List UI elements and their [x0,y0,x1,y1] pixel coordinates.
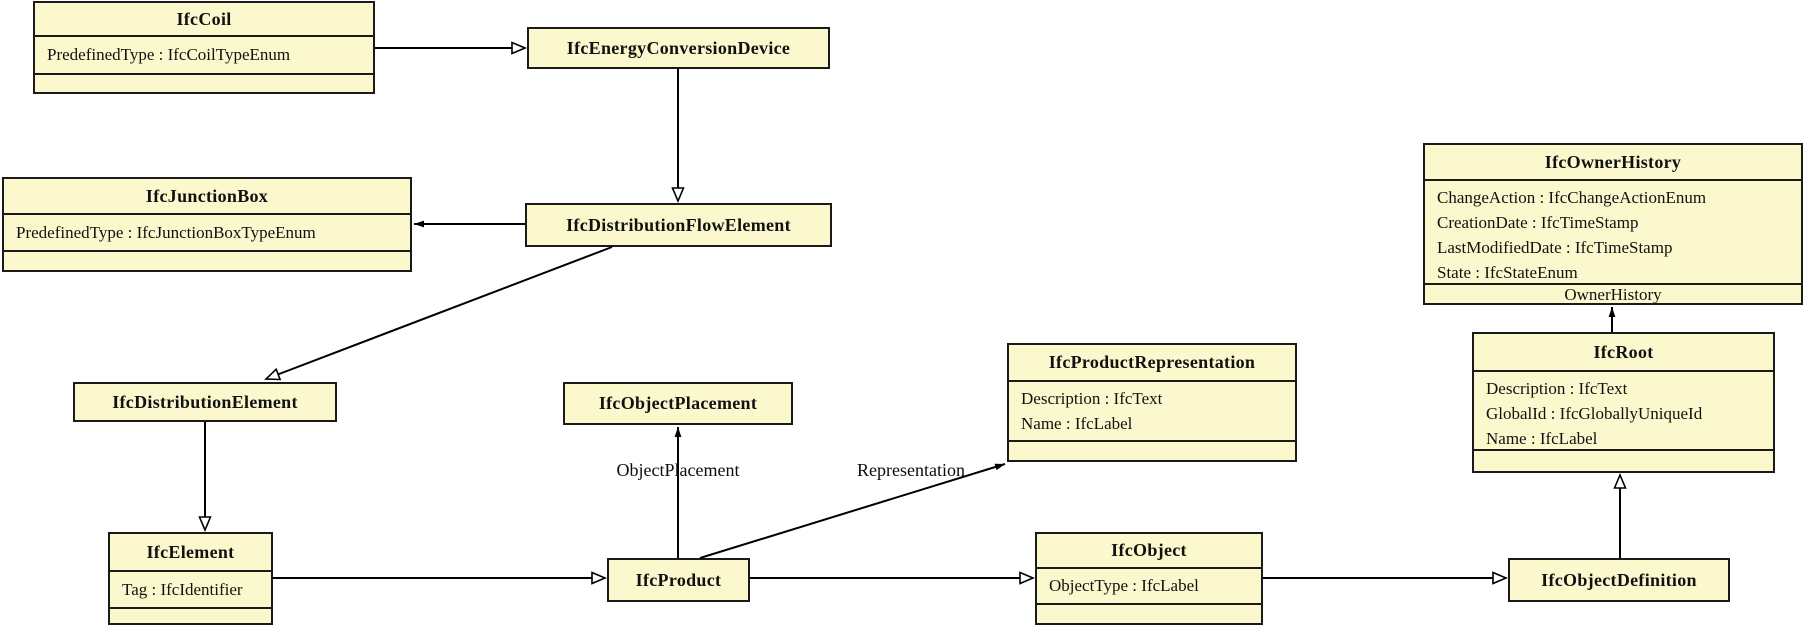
edge-label-objectplacement: ObjectPlacement [616,460,740,480]
class-title: IfcObjectPlacement [598,393,758,413]
class-title: IfcObjectDefinition [1541,569,1697,590]
empty-compartment [110,607,271,623]
class-attribute: ChangeAction : IfcChangeActionEnum [1437,188,1707,207]
class-attributes: Description : IfcText Name : IfcLabel [1009,380,1295,440]
class-box-ifcproductrepresentation: IfcProductRepresentation Description : I… [1007,343,1297,462]
class-attribute: CreationDate : IfcTimeStamp [1437,213,1639,232]
class-attribute: Name : IfcLabel [1486,429,1598,448]
class-box-ifcobjectdefinition: IfcObjectDefinition [1508,558,1730,602]
class-attribute: Description : IfcText [1486,379,1628,398]
class-attribute: PredefinedType : IfcCoilTypeEnum [35,35,373,73]
class-title: IfcDistributionFlowElement [566,214,791,235]
class-attribute: Name : IfcLabel [1021,414,1133,433]
class-box-ifcdistributionflowelement: IfcDistributionFlowElement [525,203,832,247]
class-box-ifcelement: IfcElement Tag : IfcIdentifier [108,532,273,625]
class-box-ifcjunctionbox: IfcJunctionBox PredefinedType : IfcJunct… [2,177,412,272]
class-title: IfcElement [146,541,235,562]
empty-compartment [35,73,373,92]
class-box-ifcroot: IfcRoot Description : IfcText GlobalId :… [1472,332,1775,473]
class-attributes: Description : IfcText GlobalId : IfcGlob… [1474,370,1773,449]
class-box-ifcobjectplacement: IfcObjectPlacement [563,382,793,425]
class-box-ifcownerhistory: IfcOwnerHistory ChangeAction : IfcChange… [1423,143,1803,305]
edge-label-representation: Representation [857,460,965,480]
class-box-ifcproduct: IfcProduct [607,558,750,602]
class-box-ifcdistributionelement: IfcDistributionElement [73,382,337,422]
class-attribute: ObjectType : IfcLabel [1037,567,1261,603]
role-compartment-ownerhistory: OwnerHistory [1425,283,1801,305]
class-box-ifccoil: IfcCoil PredefinedType : IfcCoilTypeEnum [33,1,375,94]
class-title: IfcRoot [1593,341,1654,362]
class-box-ifcobject: IfcObject ObjectType : IfcLabel [1035,532,1263,625]
class-attribute: State : IfcStateEnum [1437,263,1578,282]
class-title: IfcDistributionElement [112,391,298,412]
class-title: IfcProduct [635,569,722,590]
class-title: IfcCoil [176,8,232,29]
empty-compartment [1474,449,1773,471]
empty-compartment [1009,440,1295,460]
class-title: IfcOwnerHistory [1544,151,1682,172]
class-attribute: LastModifiedDate : IfcTimeStamp [1437,238,1673,257]
class-title: IfcJunctionBox [145,185,269,206]
class-attribute: GlobalId : IfcGloballyUniqueId [1486,404,1703,423]
class-title: IfcProductRepresentation [1048,352,1256,372]
class-title: IfcEnergyConversionDevice [566,37,791,58]
class-attribute: Description : IfcText [1021,389,1163,408]
class-box-ifcenergyconversiondevice: IfcEnergyConversionDevice [527,27,830,69]
empty-compartment [1037,603,1261,623]
empty-compartment [4,250,410,270]
class-attribute: PredefinedType : IfcJunctionBoxTypeEnum [4,213,410,250]
class-attributes: ChangeAction : IfcChangeActionEnum Creat… [1425,179,1801,283]
class-title: IfcObject [1111,540,1187,560]
class-attribute: Tag : IfcIdentifier [110,570,271,607]
